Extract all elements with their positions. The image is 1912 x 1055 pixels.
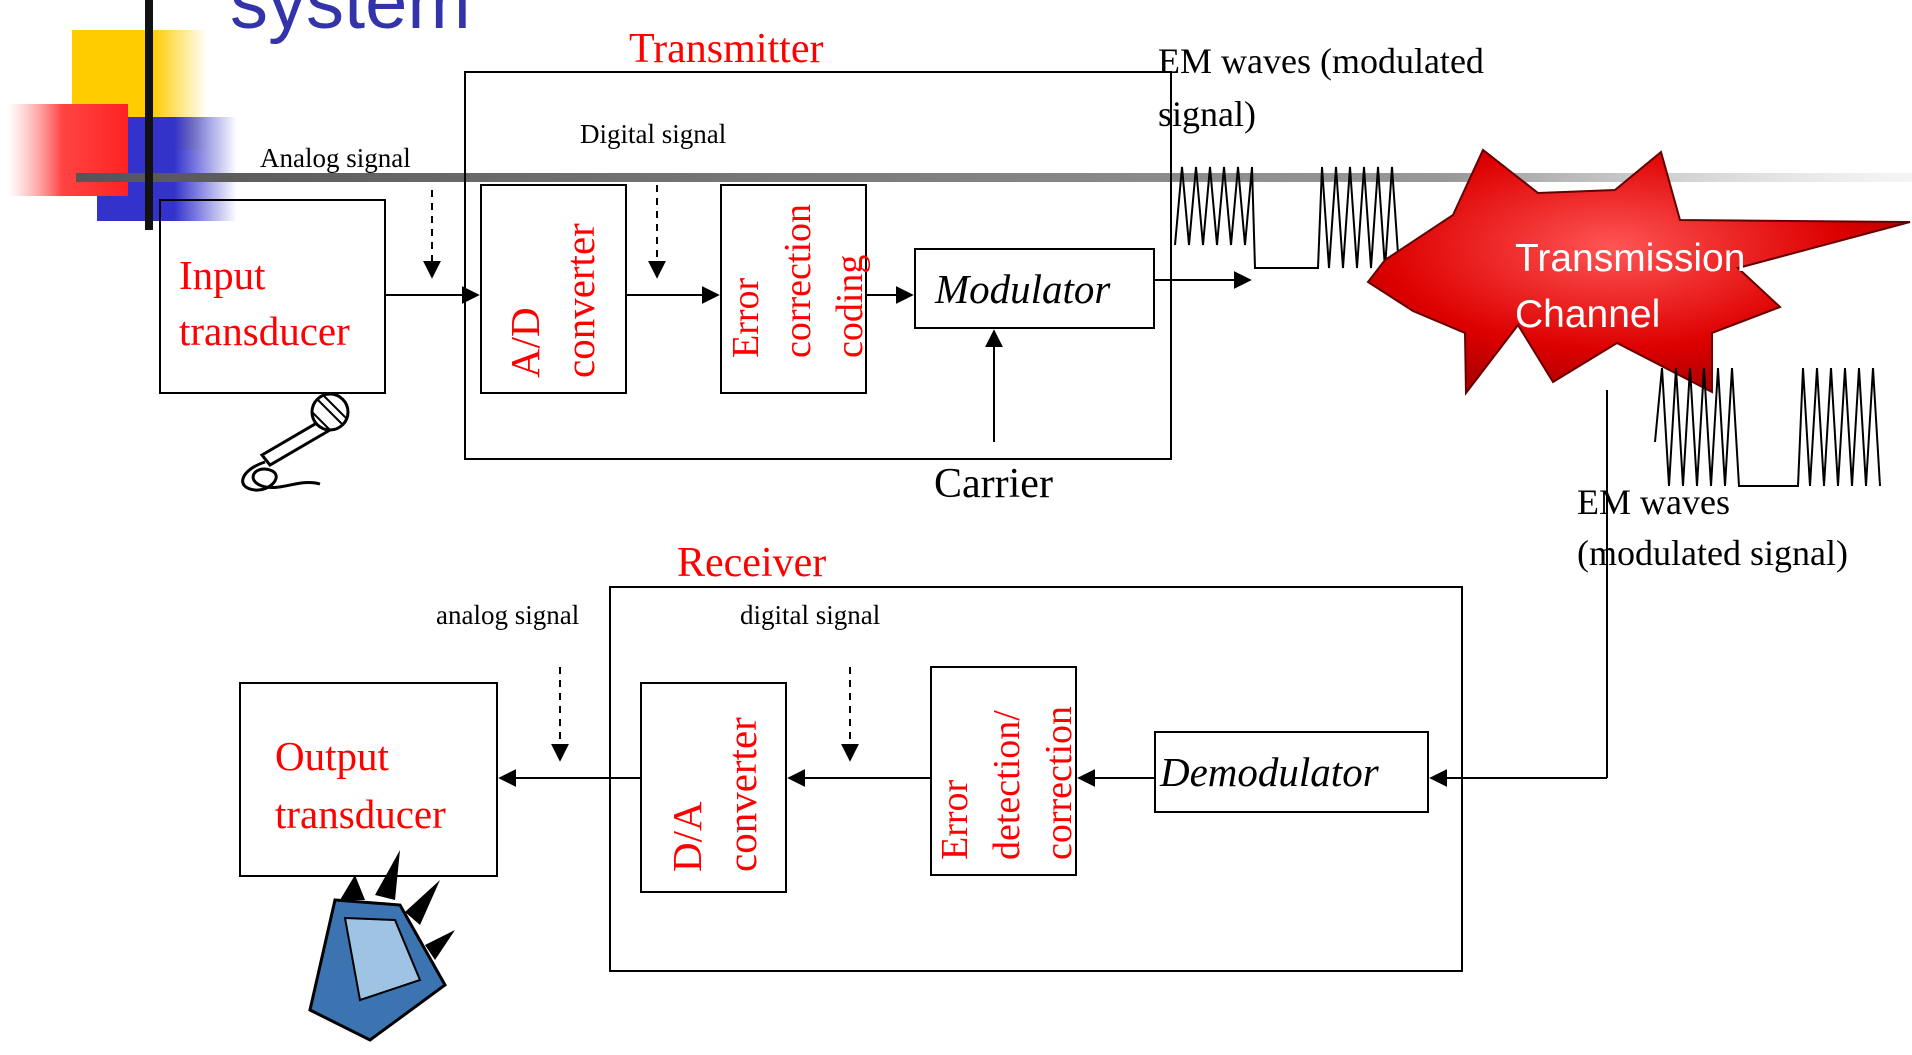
em-wave-tx [1174,166,1400,269]
error-correction-block [720,184,867,394]
error-detection-block [930,666,1077,876]
carrier-label: Carrier [934,461,1053,507]
title-rule [76,173,1912,182]
transmitter-box [464,71,1172,460]
da-converter-label: D/A converter [664,717,765,872]
analog-signal-label: Analog signal [260,143,411,173]
output-transducer-block [239,682,498,877]
ad-converter-block [480,184,627,394]
transmission-channel-starburst [1366,148,1911,396]
transmission-channel-label: Transmission Channel [1515,237,1756,336]
rx-digital-signal-label: digital signal [740,600,880,630]
output-transducer-label: Output transducer [275,733,446,837]
error-detection-label: Error detection/ correction [934,701,1080,860]
input-transducer-label: Input transducer [179,252,350,354]
speaker-icon [308,850,455,1042]
red-square [8,104,128,196]
demodulator-label: Demodulator [1159,749,1380,795]
modulator-label: Modulator [934,266,1111,312]
slide-decoration [8,0,1912,230]
slide-title-fragment: system [230,0,471,45]
receiver-title: Receiver [677,540,826,586]
rx-analog-signal-label: analog signal [436,600,579,630]
transmitter-title: Transmitter [629,26,823,72]
ad-converter-label: A/D converter [502,223,603,378]
microphone-icon [241,392,350,492]
demodulator-block [1154,731,1429,813]
modulator-block [914,248,1155,329]
digital-signal-label: Digital signal [580,119,726,149]
input-transducer-block [159,199,386,394]
vertical-rule [145,0,153,230]
em-waves-tx-label: EM waves (modulated signal) [1158,41,1493,134]
em-wave-rx [1654,367,1881,487]
em-waves-rx-label: EM waves (modulated signal) [1577,482,1848,573]
da-converter-block [640,682,787,893]
error-correction-label: Error correction coding [725,194,871,358]
